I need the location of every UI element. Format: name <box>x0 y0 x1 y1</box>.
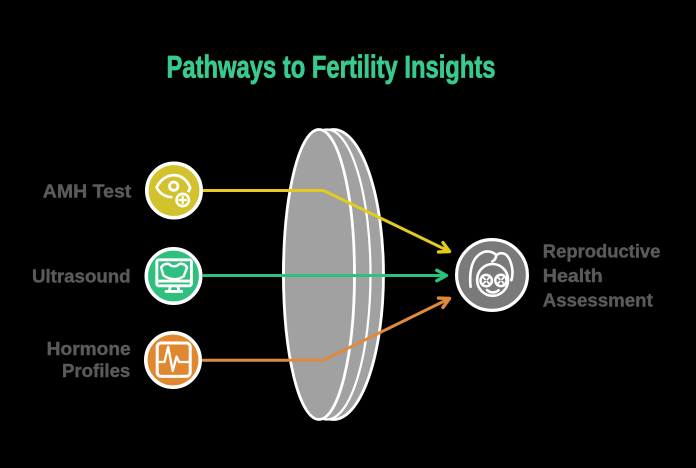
svg-text:Reproductive: Reproductive <box>543 241 661 262</box>
svg-text:Health: Health <box>543 265 603 286</box>
svg-text:Profiles: Profiles <box>62 361 130 381</box>
svg-text:Hormone: Hormone <box>47 339 131 359</box>
svg-text:AMH Test: AMH Test <box>43 182 132 202</box>
svg-text:Ultrasound: Ultrasound <box>32 266 131 286</box>
svg-text:Assessment: Assessment <box>543 290 653 311</box>
svg-text:Pathways to Fertility Insights: Pathways to Fertility Insights <box>167 49 496 85</box>
